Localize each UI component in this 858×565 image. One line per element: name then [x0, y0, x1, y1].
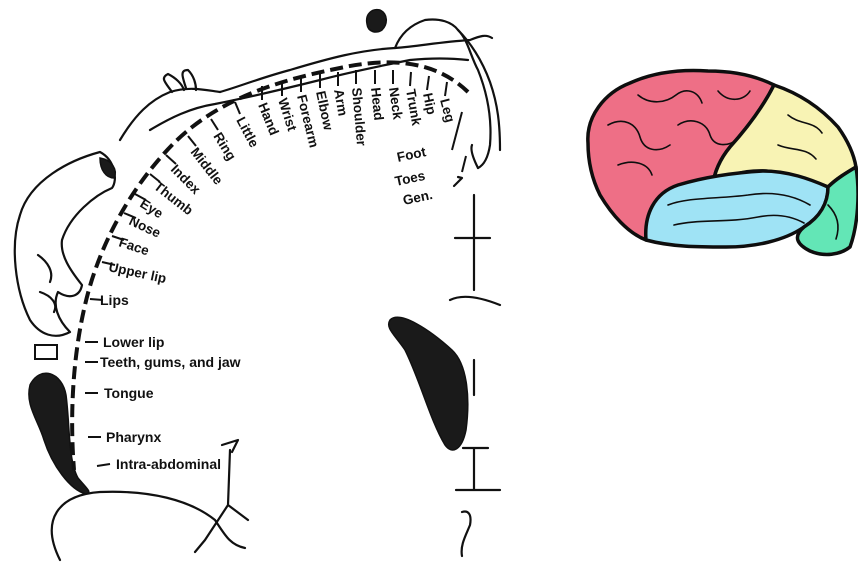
brain-lobes-illustration: [578, 55, 858, 265]
label-teeth-gums-jaw: Teeth, gums, and jaw: [100, 354, 241, 370]
sensory-homunculus-diagram: Leg Hip Trunk Neck Head Shoulder Arm Elb…: [0, 0, 600, 565]
ventricle-drawing: [389, 317, 468, 450]
body-part-labels-arc: Leg Hip Trunk Neck Head Shoulder Arm Elb…: [100, 86, 458, 472]
teeth-drawing: [35, 345, 57, 359]
leg-drawing: [458, 30, 500, 168]
label-intra-abdominal: Intra-abdominal: [116, 456, 221, 472]
tongue-drawing: [29, 373, 89, 494]
lip-drawing: [38, 255, 55, 312]
label-face: Face: [117, 235, 151, 259]
label-upper-lip: Upper lip: [107, 259, 167, 286]
label-little: Little: [233, 114, 262, 150]
eye-drawing: [100, 158, 115, 178]
midline-drawing: [450, 195, 500, 305]
label-pharynx: Pharynx: [106, 429, 161, 445]
label-foot: Foot: [396, 144, 428, 165]
label-ring: Ring: [210, 130, 239, 163]
label-neck: Neck: [386, 86, 405, 121]
label-shoulder: Shoulder: [349, 87, 369, 147]
cortex-outline: [52, 492, 245, 560]
label-gen: Gen.: [402, 187, 434, 208]
label-tongue: Tongue: [104, 385, 154, 401]
label-lips: Lips: [100, 292, 129, 308]
label-arm: Arm: [331, 88, 350, 117]
label-head: Head: [368, 87, 386, 121]
label-leg: Leg: [437, 97, 458, 124]
label-lower-lip: Lower lip: [103, 334, 164, 350]
head-drawing: [367, 10, 387, 32]
label-toes: Toes: [394, 168, 427, 189]
face-drawing: [15, 152, 115, 336]
